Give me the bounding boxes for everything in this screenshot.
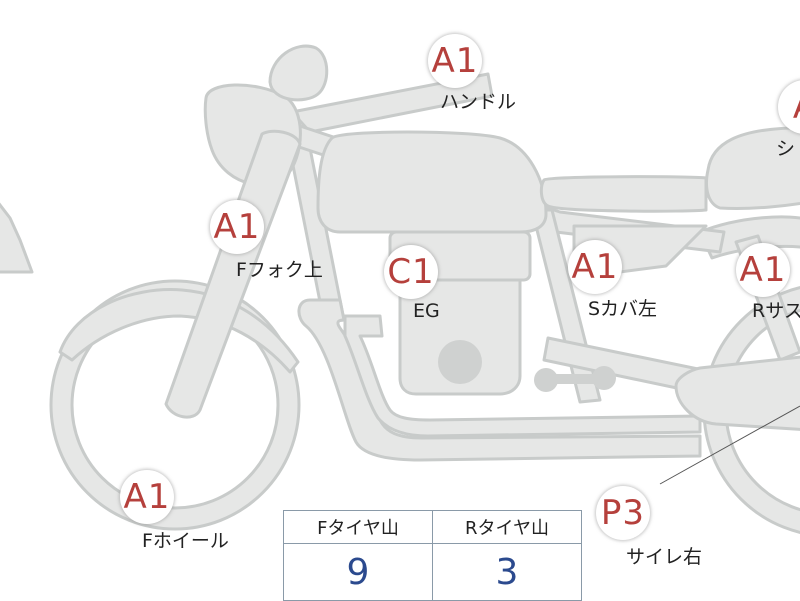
- footrest-knob-right: [592, 366, 616, 390]
- handlebar-mount: [270, 46, 327, 100]
- label-seat: シ: [776, 134, 795, 161]
- label-front-wheel: Fホイール: [142, 526, 229, 553]
- label-engine: EG: [413, 300, 440, 322]
- front-tread-value: 9: [284, 544, 433, 601]
- left-fragment: [0, 192, 32, 272]
- label-side-cover: Sカバ左: [588, 294, 657, 321]
- label-front-fork: Fフォク上: [236, 255, 323, 282]
- label-handle: ハンドル: [440, 87, 516, 114]
- grade-badge-front-wheel: A1: [120, 470, 174, 524]
- seat: [541, 177, 706, 212]
- grade-badge-side-cover: A1: [568, 240, 622, 294]
- rear-tread-header: Rタイヤ山: [433, 511, 582, 544]
- label-rear-suspension: Rサス: [752, 296, 800, 323]
- front-tread-header: Fタイヤ山: [284, 511, 433, 544]
- fuel-tank: [318, 132, 546, 232]
- grade-badge-front-fork: A1: [210, 200, 264, 254]
- footrest-knob-left: [534, 368, 558, 392]
- grade-badge-handle: A1: [428, 34, 482, 88]
- engine-cover: [438, 340, 482, 384]
- tire-tread-table: Fタイヤ山 Rタイヤ山 9 3: [283, 510, 582, 601]
- label-muffler: サイレ右: [626, 542, 702, 569]
- grade-badge-rear-suspension: A1: [736, 243, 790, 297]
- grade-badge-muffler: P3: [596, 486, 650, 540]
- rear-tread-value: 3: [433, 544, 582, 601]
- grade-badge-engine: C1: [384, 245, 438, 299]
